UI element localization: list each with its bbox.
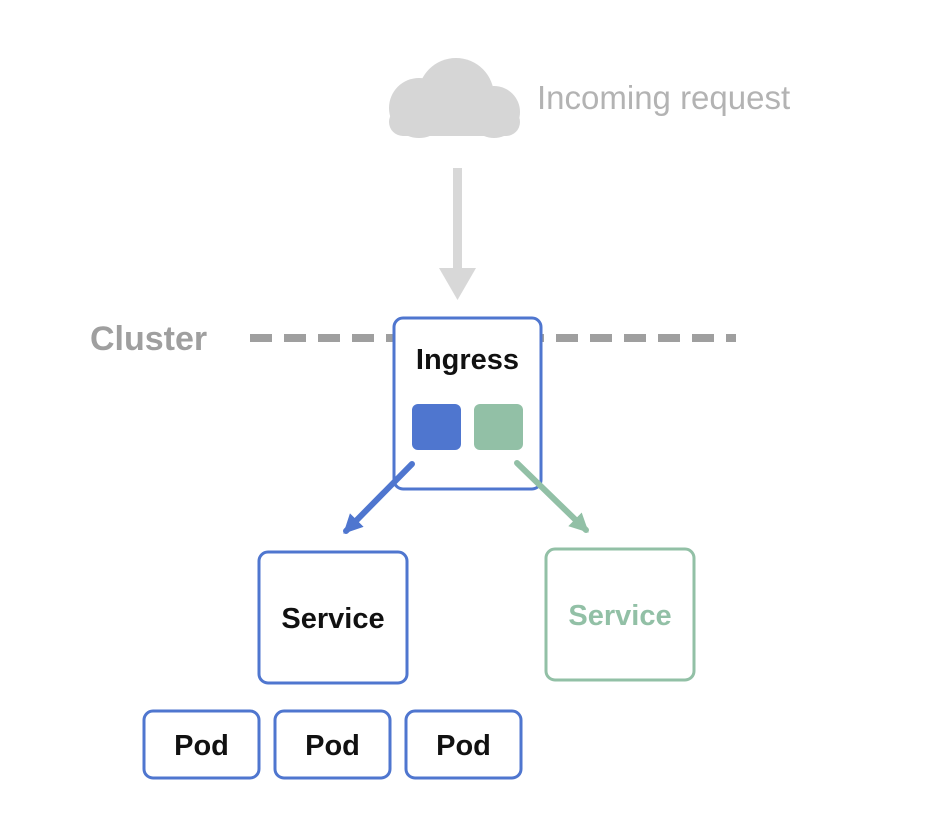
ingress-box: Ingress — [392, 316, 543, 491]
service-label: Service — [568, 600, 671, 632]
incoming-arrow — [439, 168, 476, 300]
pod-label: Pod — [436, 730, 491, 762]
ingress-label: Ingress — [416, 344, 519, 376]
service-box-green: Service — [544, 547, 696, 682]
pod-label: Pod — [174, 730, 229, 762]
route-arrow-blue — [343, 461, 415, 534]
pod-box: Pod — [404, 709, 523, 780]
pod-box: Pod — [142, 709, 261, 780]
pod-box: Pod — [273, 709, 392, 780]
service-label: Service — [281, 603, 384, 635]
incoming-request-label: Incoming request — [537, 79, 790, 116]
ingress-rule-green — [474, 404, 523, 450]
pod-label: Pod — [305, 730, 360, 762]
cluster-label: Cluster — [90, 320, 207, 358]
ingress-rule-blue — [412, 404, 461, 450]
service-box-blue: Service — [257, 550, 409, 685]
route-arrow-green — [514, 460, 589, 533]
cloud-icon — [389, 58, 520, 138]
